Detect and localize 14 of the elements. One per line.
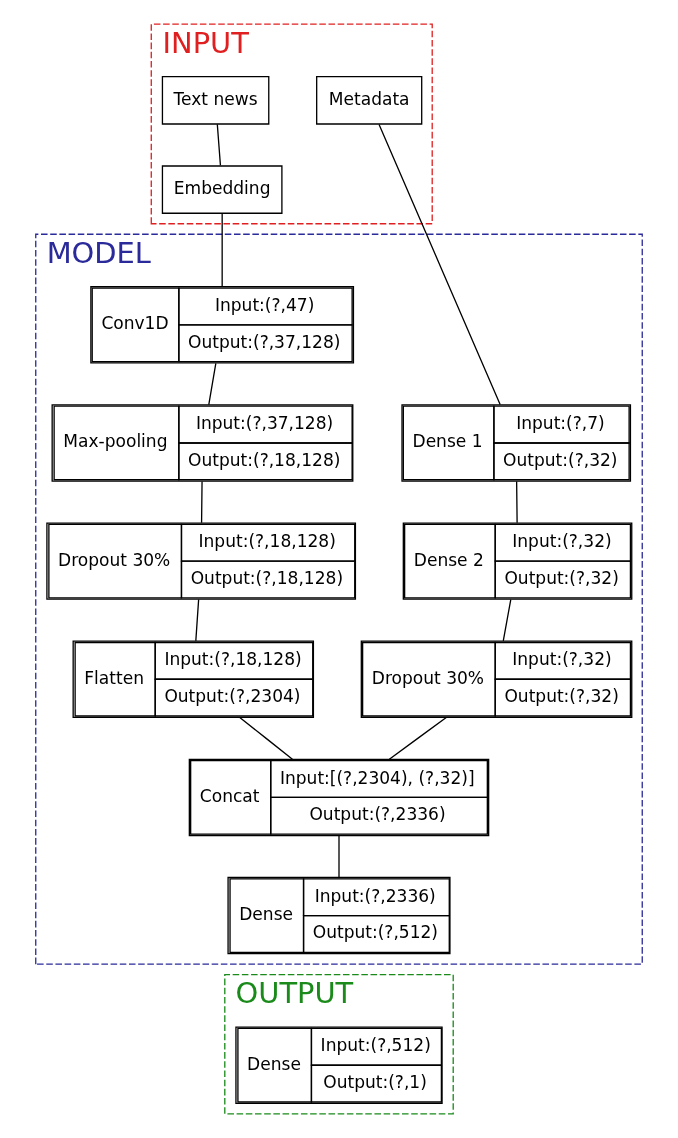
node-box: Metadata [316,76,423,125]
connector [378,123,501,406]
node-box: Text news [161,76,270,125]
connector [388,716,447,760]
connector [516,480,518,524]
connector [200,480,203,524]
connector [221,212,223,287]
connector [216,123,222,167]
connector [338,835,340,878]
connector [502,598,512,642]
node-box: Embedding [161,165,283,214]
connector [239,716,294,760]
connector [195,598,200,642]
connector [208,362,217,406]
